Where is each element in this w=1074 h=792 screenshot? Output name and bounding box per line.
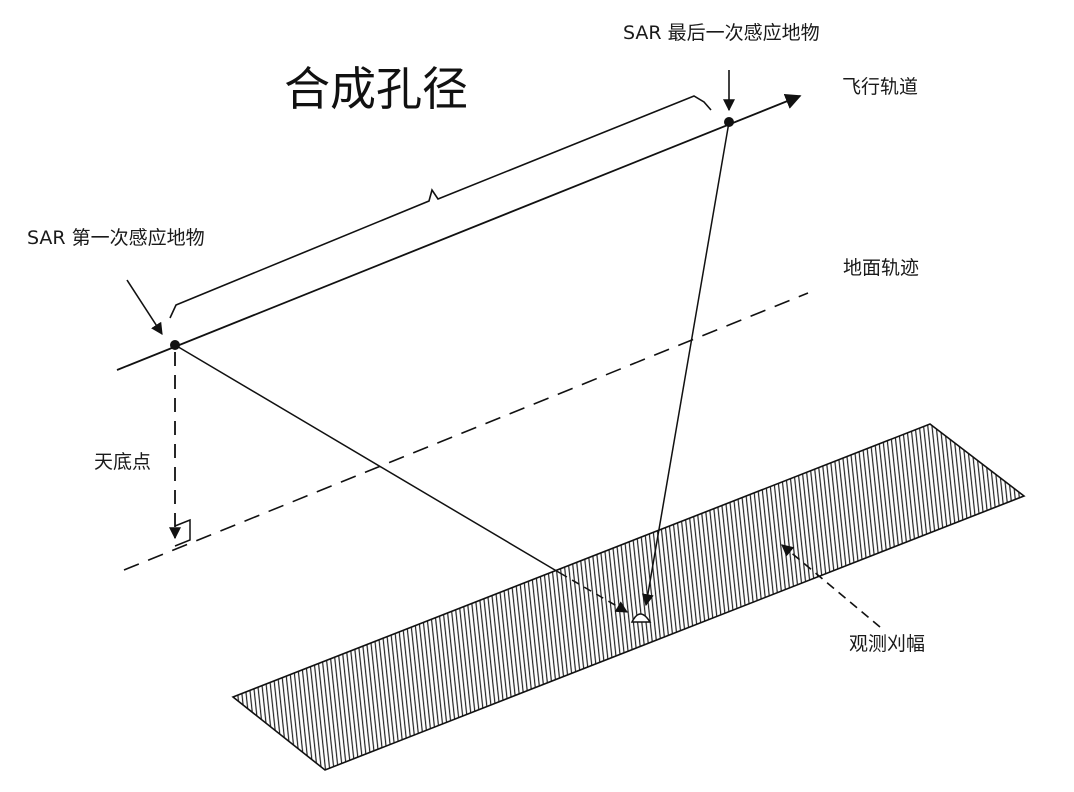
- ground-target-marker: [630, 613, 652, 623]
- sar-last-sensing-label: SAR 最后一次感应地物: [623, 22, 820, 44]
- sar-first-sensing-label: SAR 第一次感应地物: [27, 227, 205, 249]
- nadir-label: 天底点: [94, 451, 152, 473]
- last-line-of-sight: [641, 121, 730, 607]
- flight-path-line: [116, 93, 802, 371]
- first-line-of-sight: [174, 344, 561, 574]
- right-angle-marker: [174, 518, 191, 547]
- flight-path-label: 飞行轨道: [842, 76, 919, 98]
- observation-swath-label: 观测刈幅: [849, 633, 926, 655]
- observation-swath-area: [231, 423, 1026, 771]
- synthetic-aperture-bracket: [169, 95, 712, 319]
- ground-track-label: 地面轨迹: [843, 257, 920, 279]
- first-sensing-annotation-arrow: [126, 279, 163, 336]
- ground-track-line: [123, 292, 809, 571]
- swath-annotation-arrow: [781, 544, 881, 628]
- diagram-title: 合成孔径: [284, 62, 468, 116]
